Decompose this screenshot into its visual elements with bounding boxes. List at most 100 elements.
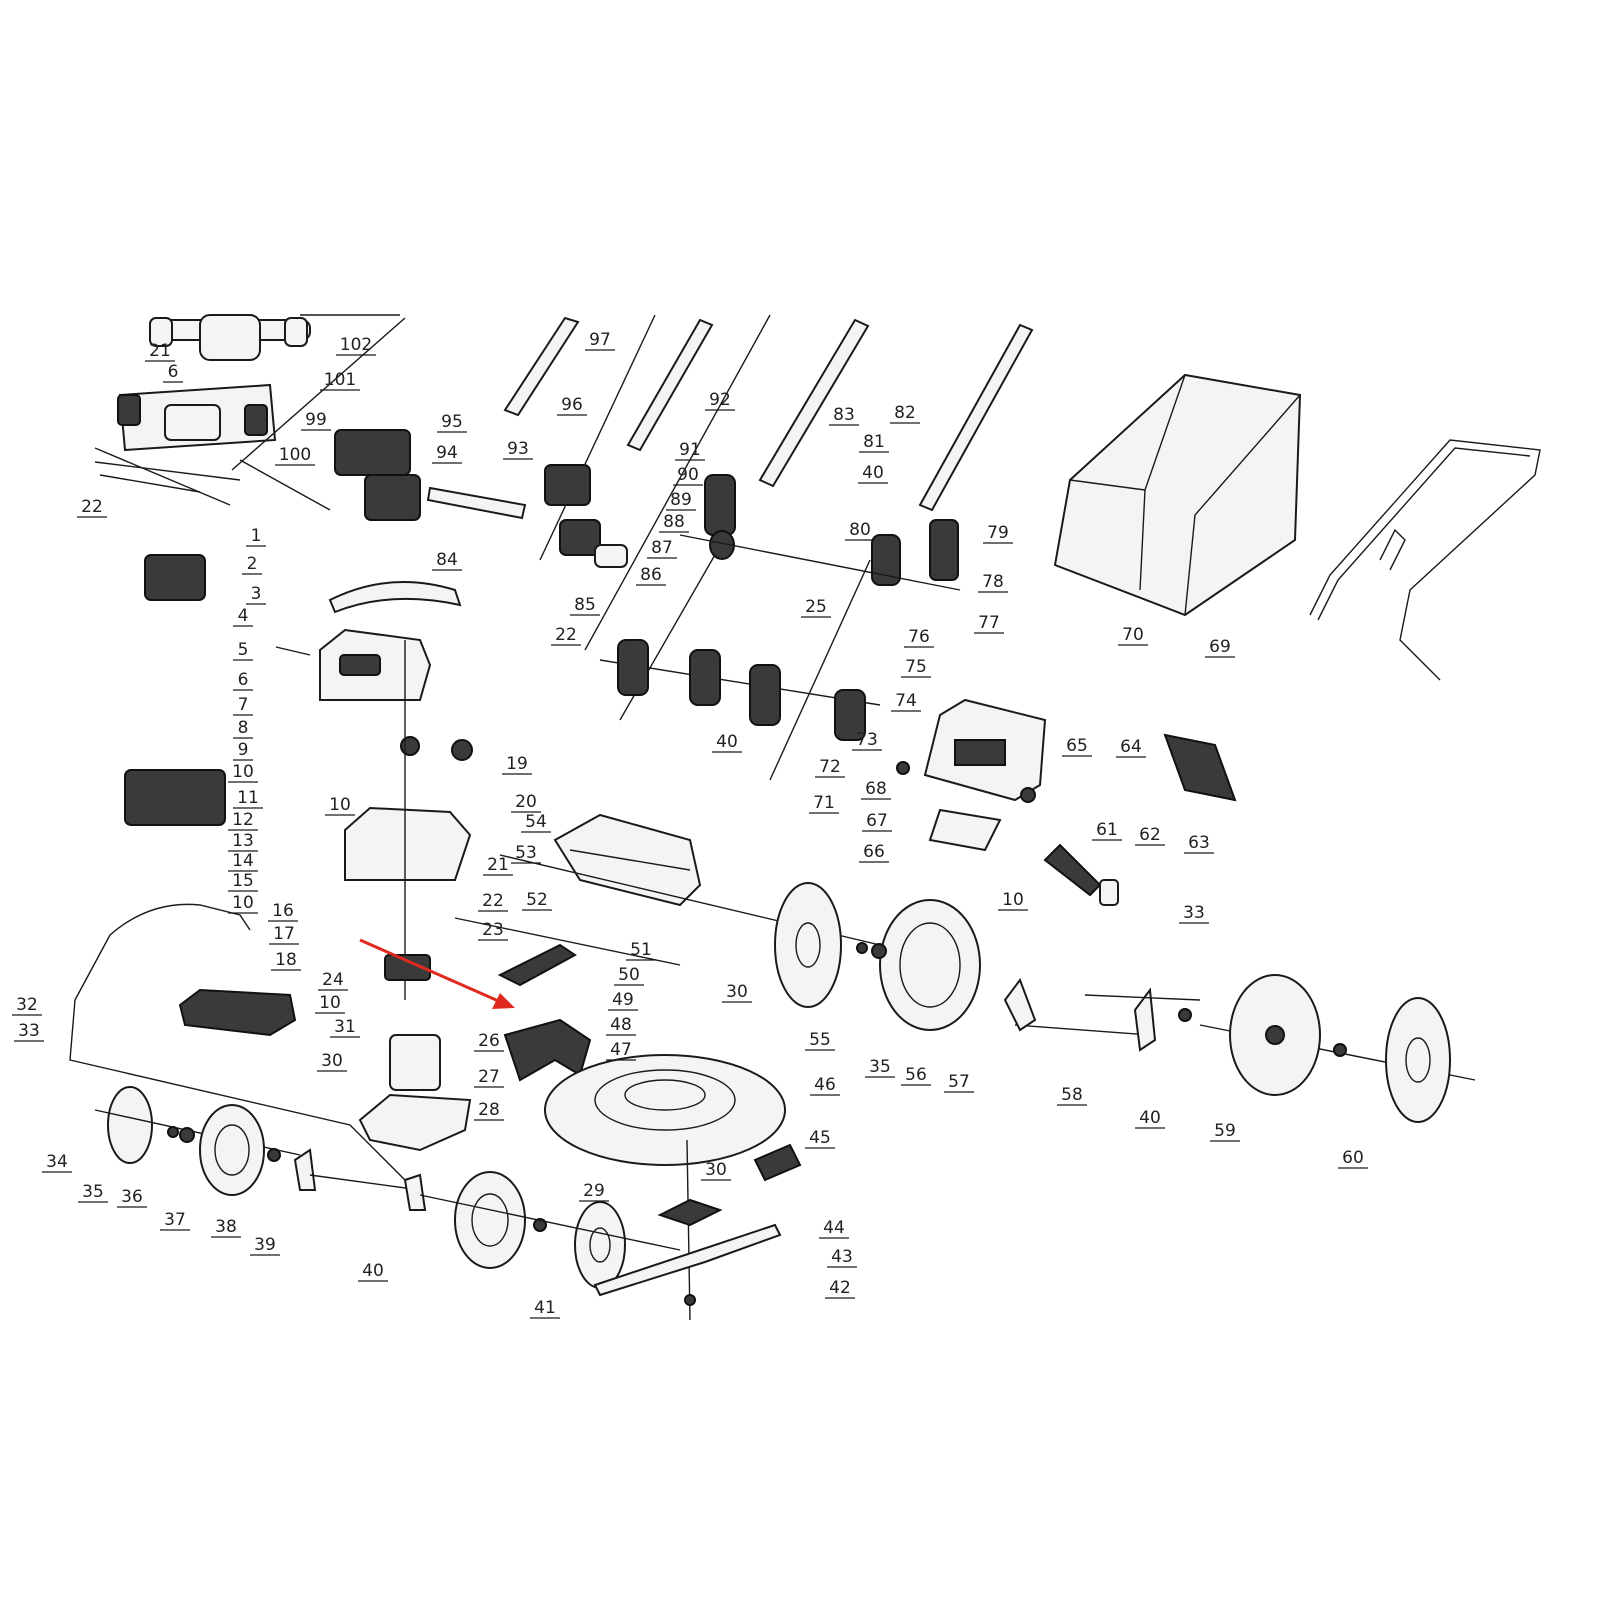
callout-64: 64: [1116, 737, 1146, 758]
callout-21: 21: [483, 855, 513, 876]
callout-number: 93: [507, 439, 529, 459]
callout-6: 6: [233, 670, 253, 691]
callout-32: 32: [12, 995, 42, 1016]
motor-battery-11: [124, 769, 226, 826]
callout-89: 89: [666, 490, 696, 511]
callout-number: 10: [319, 993, 341, 1013]
callout-10: 10: [228, 893, 258, 914]
callout-number: 97: [589, 330, 611, 350]
callout-99: 99: [301, 410, 331, 431]
battery-pack-1: [144, 554, 206, 601]
callout-1: 1: [246, 526, 266, 547]
axle-bracket-right: [1133, 987, 1157, 1052]
callout-number: 76: [908, 627, 930, 647]
handle-control-box: [117, 383, 277, 452]
callout-number: 21: [149, 341, 171, 361]
callout-number: 35: [869, 1057, 891, 1077]
callout-number: 6: [238, 670, 249, 690]
callout-number: 83: [833, 405, 855, 425]
callout-55: 55: [805, 1030, 835, 1051]
callout-101: 101: [320, 370, 360, 391]
callout-41: 41: [530, 1298, 560, 1319]
grille-64: [1163, 733, 1237, 802]
chute-27: [358, 1093, 472, 1152]
callout-22: 22: [551, 625, 581, 646]
callout-number: 94: [436, 443, 458, 463]
callout-93: 93: [503, 439, 533, 460]
callout-number: 49: [612, 990, 634, 1010]
callout-22: 22: [77, 497, 107, 518]
callout-number: 11: [237, 788, 259, 808]
callout-number: 10: [232, 893, 254, 913]
callout-82: 82: [890, 403, 920, 424]
bracket-39: [293, 1148, 317, 1191]
front-axle-extension-left: [419, 1194, 681, 1251]
callout-34: 34: [42, 1152, 72, 1173]
height-adjuster-66: [928, 808, 1002, 852]
callout-7: 7: [233, 695, 253, 716]
nut-59: [1178, 1008, 1192, 1022]
rear-guard-31: [178, 988, 297, 1037]
callout-number: 43: [831, 1247, 853, 1267]
callout-number: 23: [482, 920, 504, 940]
lower-clamp-set: [617, 639, 866, 741]
callout-number: 20: [515, 792, 537, 812]
callout-number: 2: [247, 554, 258, 574]
callout-number: 81: [863, 432, 885, 452]
callout-4: 4: [233, 606, 253, 627]
callout-number: 87: [651, 538, 673, 558]
callout-number: 14: [232, 851, 254, 871]
callout-10: 10: [325, 795, 355, 816]
callout-50: 50: [614, 965, 644, 986]
rear-frame-line: [69, 999, 421, 1196]
long-rod: [239, 459, 331, 511]
callout-56: 56: [901, 1065, 931, 1086]
callout-number: 63: [1188, 833, 1210, 853]
callout-63: 63: [1184, 833, 1214, 854]
callout-53: 53: [511, 843, 541, 864]
grass-catcher-bag-70: [1053, 373, 1302, 617]
callout-86: 86: [636, 565, 666, 586]
callout-92: 92: [705, 390, 735, 411]
callout-37: 37: [160, 1210, 190, 1231]
callout-number: 65: [1066, 736, 1088, 756]
callout-number: 50: [618, 965, 640, 985]
callout-number: 46: [814, 1075, 836, 1095]
callout-35: 35: [78, 1182, 108, 1203]
callout-102: 102: [336, 335, 376, 356]
callout-number: 24: [322, 970, 344, 990]
callout-11: 11: [233, 788, 263, 809]
callout-number: 62: [1139, 825, 1161, 845]
front-left-axle-line: [94, 1109, 301, 1156]
callout-number: 55: [809, 1030, 831, 1050]
callout-number: 71: [813, 793, 835, 813]
callout-80: 80: [845, 520, 875, 541]
bracket-52: [497, 943, 577, 987]
callout-number: 51: [630, 940, 652, 960]
front-right-wheel: [1229, 974, 1321, 1096]
callout-number: 15: [232, 871, 254, 891]
callout-number: 7: [238, 695, 249, 715]
battery-cover-2: [328, 581, 462, 614]
callout-10: 10: [998, 890, 1028, 911]
callout-19: 19: [502, 754, 532, 775]
callout-number: 4: [238, 606, 249, 626]
handle-frame-line-1: [539, 314, 656, 561]
callout-number: 18: [275, 950, 297, 970]
callout-68: 68: [861, 779, 891, 800]
knob-68: [896, 761, 910, 775]
red-arrow-annotation: [359, 938, 515, 1009]
callout-67: 67: [862, 811, 892, 832]
callout-number: 27: [478, 1067, 500, 1087]
callout-number: 1: [251, 526, 262, 546]
lever-base-62: [1099, 879, 1119, 906]
callout-number: 28: [478, 1100, 500, 1120]
callout-2: 2: [242, 554, 262, 575]
axle-pin-line: [1084, 994, 1201, 1001]
callout-number: 40: [362, 1261, 384, 1281]
callout-number: 30: [705, 1160, 727, 1180]
callout-30: 30: [317, 1051, 347, 1072]
callout-62: 62: [1135, 825, 1165, 846]
